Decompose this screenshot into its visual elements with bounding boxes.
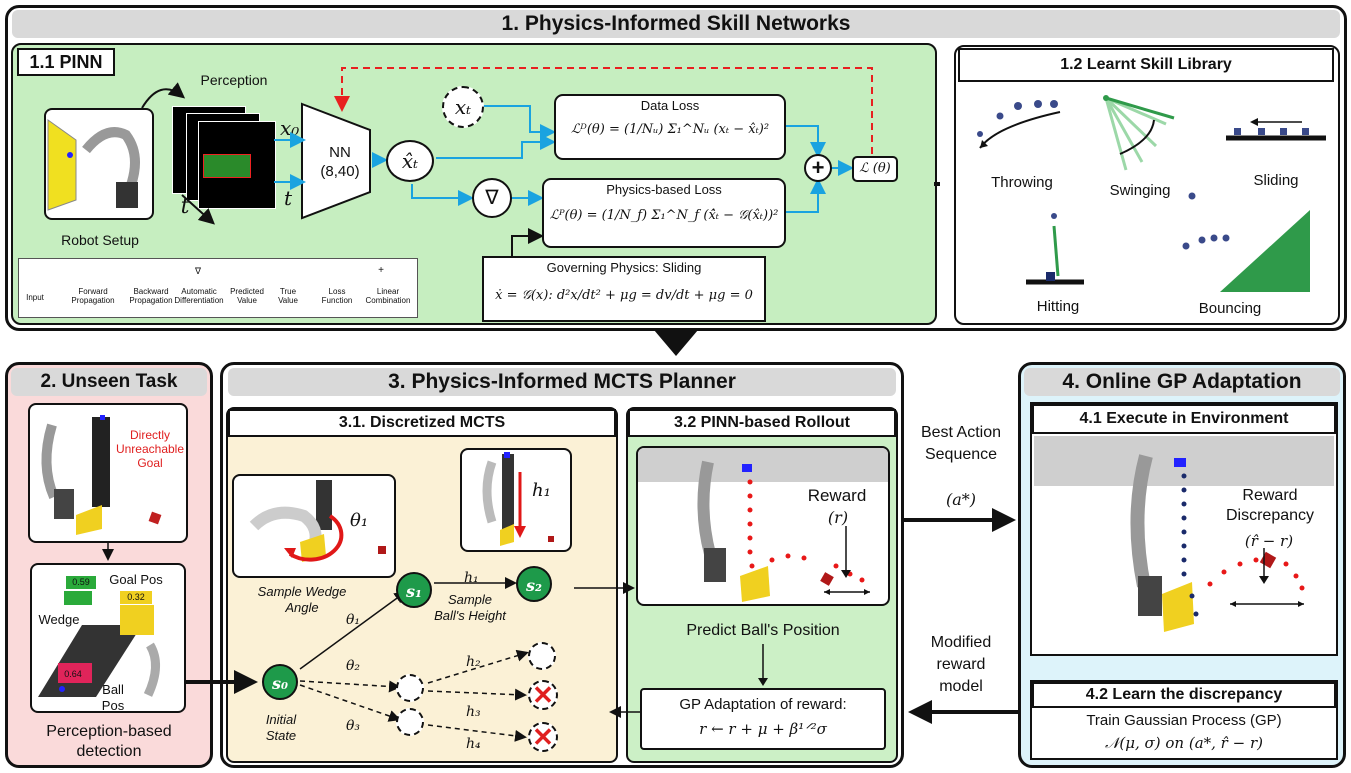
- governing-physics-title: Governing Physics: Sliding: [546, 260, 702, 275]
- modified-reward-label: Modified reward model: [930, 634, 992, 695]
- reward-discrepancy-label: Reward Discrepancy: [1225, 487, 1315, 524]
- physics-loss-box: Physics-based Loss ℒᴾ(θ) = (1/N_f) Σ₁^N_…: [542, 178, 786, 248]
- panel4-title: 4. Online GP Adaptation: [1024, 368, 1340, 396]
- legend-input: Input: [26, 293, 44, 302]
- gp-adaptation-equation: r ← r + μ + β¹ᐟ²σ: [699, 720, 827, 738]
- goal-value-badge: 0.59: [66, 576, 96, 589]
- ball-value-badge: 0.64: [58, 668, 88, 681]
- wedge-value-badge: 0.32: [120, 591, 152, 604]
- skill-illustrations: [977, 95, 1326, 292]
- ball-pos-label: Ball Pos: [101, 682, 125, 713]
- skill-swinging: Swinging: [1109, 182, 1171, 199]
- train-gp-label: Train Gaussian Process (GP): [1086, 712, 1282, 729]
- best-action-symbol: (a*): [945, 490, 977, 509]
- nn-label: NN: [329, 144, 351, 161]
- unseen-task-scene: [28, 403, 188, 543]
- nn-size-label: (8,40): [320, 163, 360, 180]
- rollout-scene: [636, 446, 890, 606]
- initial-state-label: Initial State: [265, 712, 297, 743]
- data-loss-equation: ℒᴰ(θ) = (1/Nᵤ) Σ₁^Nᵤ (xₜ − x̂ₜ)²: [570, 122, 770, 137]
- mcts-dashed-node-3: [528, 642, 556, 670]
- skill-throwing: Throwing: [991, 174, 1053, 191]
- input-t-label: t: [284, 186, 293, 210]
- train-gp-equation: 𝒩(μ, σ) on (a*, r̂ − r): [1105, 734, 1263, 752]
- mcts-node-s1: s₁: [396, 572, 432, 608]
- flow-down-arrow: [654, 330, 698, 356]
- mcts-edge-h4: h₄: [466, 736, 481, 752]
- governing-physics-box: Governing Physics: Sliding ẋ = 𝒢(x): d²…: [482, 256, 766, 322]
- mcts-edge-theta2: θ₂: [346, 658, 361, 674]
- sample-wedge-angle-label: Sample Wedge Angle: [257, 584, 347, 615]
- mcts-node-s2: s₂: [516, 566, 552, 602]
- data-loss-box: Data Loss ℒᴰ(θ) = (1/Nᵤ) Σ₁^Nᵤ (xₜ − x̂ₜ…: [554, 94, 786, 160]
- physics-loss-equation: ℒᴾ(θ) = (1/N_f) Σ₁^N_f (x̂̇ₜ − 𝒢(x̂ₜ))²: [549, 208, 779, 223]
- rollout-predicted-path: [747, 479, 870, 595]
- perception-frame-1: [198, 121, 276, 209]
- mcts-node-s0: s₀: [262, 664, 298, 700]
- mcts-scene-h1: h₁: [532, 480, 551, 501]
- skill-library-header: 1.2 Learnt Skill Library: [958, 48, 1334, 82]
- linear-combination-node: +: [804, 154, 832, 182]
- predict-ball-position-label: Predict Ball's Position: [686, 622, 840, 639]
- rollout-reward-symbol: (r): [827, 508, 849, 527]
- wedge-label: Wedge: [38, 612, 80, 627]
- true-value-node: xₜ: [442, 86, 484, 128]
- governing-physics-equation: ẋ = 𝒢(x): d²x/dt² + μg = dv/dt + μg = 0: [495, 288, 753, 303]
- gradient-node: ∇: [472, 178, 512, 218]
- unreachable-goal-label: Directly Unreachable Goal: [115, 428, 185, 470]
- mcts-dashed-node-1: [396, 674, 424, 702]
- mcts-edge-h2: h₂: [466, 654, 481, 670]
- rollout-reward-label: Reward: [807, 486, 867, 505]
- mcts-dashed-node-2: [396, 708, 424, 736]
- legend-loss: Loss Function: [321, 287, 353, 305]
- robot-setup-label: Robot Setup: [61, 232, 139, 248]
- pinn-header: 1.1 PINN: [17, 48, 115, 76]
- data-loss-title: Data Loss: [640, 98, 700, 113]
- mcts-tree-edges: [299, 577, 529, 742]
- skill-hitting: Hitting: [1036, 298, 1080, 315]
- mcts-scene-theta1: θ₁: [350, 510, 369, 531]
- wedge-angle-scene: [232, 474, 396, 578]
- legend-linear-symbol: +: [378, 265, 384, 276]
- robot-setup-image: [44, 108, 154, 220]
- learn-header: 4.2 Learn the discrepancy: [1032, 682, 1336, 708]
- legend-linear: Linear Combination: [365, 287, 411, 305]
- legend-true: True Value: [278, 287, 298, 305]
- legend-forward: Forward Propagation: [71, 287, 115, 305]
- legend-autodiff-symbol: ∇: [194, 266, 202, 276]
- predicted-value-node: x̂ₜ: [386, 140, 434, 182]
- mcts-edge-h3: h₃: [466, 704, 481, 720]
- skill-bouncing: Bouncing: [1198, 300, 1262, 317]
- perception-detection-caption: Perception-based detection: [46, 723, 172, 760]
- stack-t-label: t: [180, 194, 190, 219]
- gp-adaptation-title: GP Adaptation of reward:: [679, 696, 847, 713]
- mcts-header: 3.1. Discretized MCTS: [228, 409, 616, 437]
- panel3-title: 3. Physics-Informed MCTS Planner: [228, 368, 896, 396]
- skill-sliding: Sliding: [1253, 172, 1299, 189]
- panel1-title: 1. Physics-Informed Skill Networks: [12, 10, 1340, 38]
- reward-discrepancy-symbol: (r̂ − r): [1244, 532, 1294, 550]
- ball-height-scene: [460, 448, 572, 552]
- mcts-pruned-node-1: ✕: [528, 680, 558, 710]
- mcts-edge-theta1: θ₁: [346, 612, 361, 628]
- mcts-edge-h1: h₁: [464, 570, 479, 586]
- best-action-label: Best Action Sequence: [920, 424, 1002, 463]
- rollout-internal-arrow: [758, 644, 768, 686]
- gp-adaptation-box: GP Adaptation of reward: r ← r + μ + β¹ᐟ…: [640, 688, 886, 750]
- physics-loss-title: Physics-based Loss: [606, 182, 722, 197]
- legend-predicted: Predicted Value: [230, 287, 264, 305]
- legend-autodiff: Automatic Differentiation: [174, 287, 224, 305]
- sample-ball-height-label: Sample Ball's Height: [434, 592, 506, 623]
- pinn-legend: Input Forward Propagation Backward Propa…: [18, 258, 418, 318]
- perception-label: Perception: [200, 72, 268, 88]
- execute-header: 4.1 Execute in Environment: [1032, 404, 1336, 434]
- execute-scene: [1034, 436, 1334, 654]
- mcts-pruned-node-2: ✕: [528, 722, 558, 752]
- total-loss-box: ℒ (θ): [852, 156, 898, 182]
- rollout-header: 3.2 PINN-based Rollout: [628, 409, 896, 437]
- goal-pos-label: Goal Pos: [109, 572, 163, 587]
- panel2-title: 2. Unseen Task: [11, 368, 207, 396]
- legend-backward: Backward Propagation: [129, 287, 173, 305]
- mcts-edge-theta3: θ₃: [346, 718, 361, 734]
